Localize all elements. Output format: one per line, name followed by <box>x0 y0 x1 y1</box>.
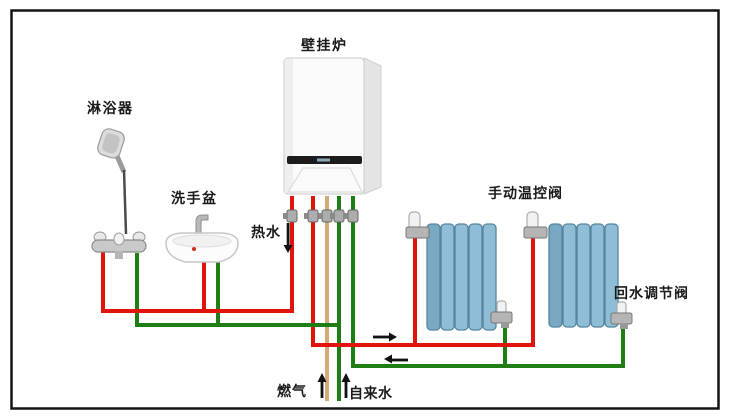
boiler-label: 壁挂炉 <box>301 37 348 53</box>
tap-water-pipe-verticals <box>135 196 341 401</box>
basin-rim <box>172 234 232 248</box>
boiler-bottom-panel <box>286 167 363 193</box>
hot-water-flow-arrow <box>283 223 293 253</box>
flow-arrows <box>283 223 408 398</box>
shower-unit <box>91 128 147 259</box>
hot-water-label: 热水 <box>251 224 281 240</box>
boiler-shading <box>285 59 293 193</box>
wall-hung-boiler <box>283 57 382 195</box>
thermostat-valve-left <box>405 211 430 239</box>
tap-water-label: 自来水 <box>349 385 393 401</box>
valve-tap-water <box>330 209 345 223</box>
gas-flow-arrow <box>317 373 327 398</box>
shower-head <box>97 128 125 159</box>
drain-valve-left <box>490 300 513 328</box>
return-regulating-valve-label: 回水调节阀 <box>614 285 689 301</box>
shower-hose <box>122 169 128 235</box>
valve-heating-return <box>344 209 359 223</box>
sink-label: 洗手盆 <box>171 190 218 206</box>
shower-diverter <box>113 232 125 246</box>
return-regulating-valve <box>610 301 633 329</box>
heating-supply-pipe <box>311 196 535 347</box>
radiator-left <box>426 223 497 331</box>
shower-spout <box>115 251 123 259</box>
hot-water-pipe <box>101 196 294 313</box>
shower-label: 淋浴器 <box>87 100 134 116</box>
thermostat-valve-right <box>523 211 548 239</box>
basin-faucet <box>195 214 209 237</box>
hand-basin <box>165 214 239 263</box>
supply-flow-arrow <box>373 332 397 342</box>
basin-hot-indicator <box>192 247 196 251</box>
tap-water-flow-arrow <box>341 373 351 398</box>
radiator-right <box>548 223 619 328</box>
shower-handle <box>114 154 127 174</box>
manual-thermostat-valve-label: 手动温控阀 <box>488 185 563 201</box>
return-flow-arrow <box>384 354 408 364</box>
boiler-connection-valves <box>283 209 359 223</box>
boiler-logo <box>317 158 330 162</box>
valve-hot-water <box>283 209 298 223</box>
gas-label: 燃气 <box>277 383 307 399</box>
